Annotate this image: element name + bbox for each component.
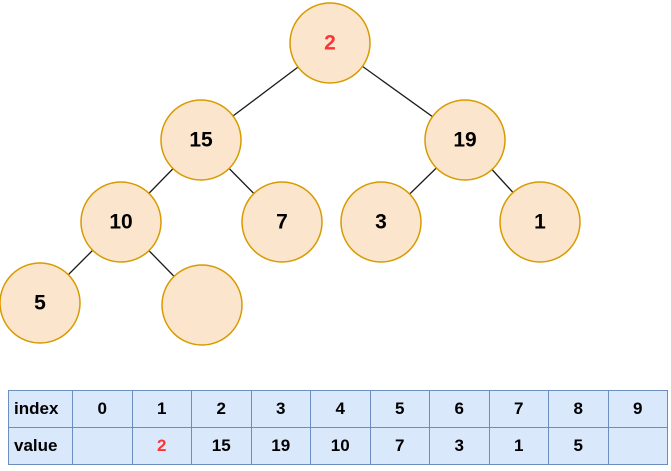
table-cell: 7 <box>369 427 430 465</box>
table-cell: 1 <box>131 390 192 428</box>
table-cell: 9 <box>607 390 668 428</box>
table-cell: 3 <box>250 390 311 428</box>
tree-node-circle <box>499 181 581 263</box>
table-cell: 4 <box>310 390 371 428</box>
tree-node-label: 10 <box>109 211 132 234</box>
table-cell: 19 <box>250 427 311 465</box>
table-cell: 10 <box>310 427 371 465</box>
tree-node: 7 <box>241 181 323 263</box>
tree-node-circle <box>340 181 422 263</box>
tree-node-circle <box>289 2 371 84</box>
tree-node: 2 <box>289 2 371 84</box>
table-cell: 3 <box>429 427 490 465</box>
tree-node-circle <box>160 99 242 181</box>
table-cell <box>72 427 133 465</box>
tree-node-circle-empty <box>161 264 243 346</box>
tree-node: 5 <box>0 262 81 344</box>
tree-node: 19 <box>424 99 506 181</box>
tree-node: 1 <box>499 181 581 263</box>
table-cell: 7 <box>488 390 549 428</box>
tree-node-label: 1 <box>534 211 546 234</box>
tree-node-circle <box>0 262 81 344</box>
tree-node: 3 <box>340 181 422 263</box>
table-cell: 5 <box>369 390 430 428</box>
tree-node-label: 2 <box>324 32 336 55</box>
table-cell: 8 <box>548 390 609 428</box>
table-cell: 5 <box>548 427 609 465</box>
table-cell: 2 <box>131 427 192 465</box>
tree-node-label: 15 <box>189 129 213 152</box>
table-cell: 1 <box>488 427 549 465</box>
tree-node-circle <box>80 181 162 263</box>
row-header: index <box>8 390 73 428</box>
tree-node-label: 5 <box>34 292 46 315</box>
table-cell <box>607 427 668 465</box>
table-cell: 2 <box>191 390 252 428</box>
tree-node-label: 19 <box>453 129 476 152</box>
tree-node-circle <box>424 99 506 181</box>
row-header: value <box>8 427 73 465</box>
tree-node <box>161 264 243 346</box>
tree-node-circle <box>241 181 323 263</box>
table-cell: 15 <box>191 427 252 465</box>
table-cell: 6 <box>429 390 490 428</box>
table-cell: 0 <box>72 390 133 428</box>
tree-node-label: 3 <box>375 211 387 234</box>
tree-node: 15 <box>160 99 242 181</box>
tree-node-label: 7 <box>276 211 288 234</box>
tree-node: 10 <box>80 181 162 263</box>
